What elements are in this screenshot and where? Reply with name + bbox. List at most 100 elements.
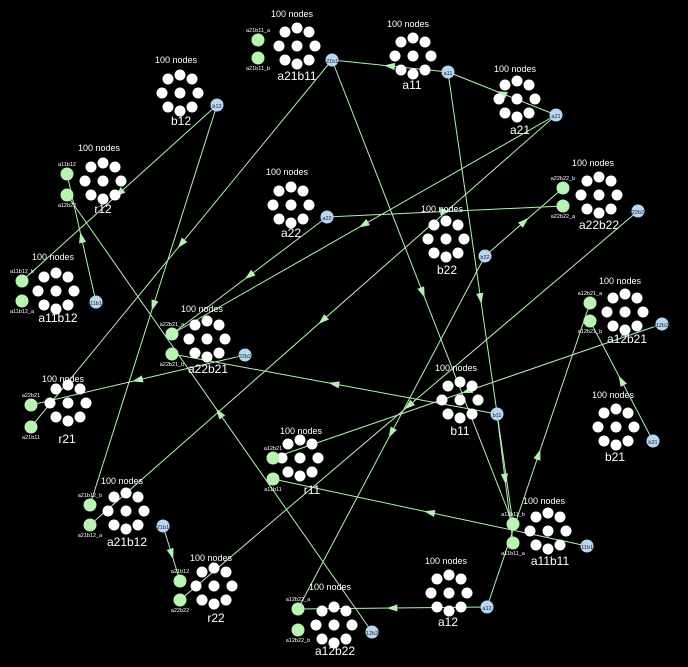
node-dot	[196, 566, 208, 578]
node-dot	[297, 213, 309, 225]
input-port[interactable]	[556, 181, 570, 195]
node-dot	[389, 50, 401, 62]
node-dot	[598, 435, 610, 447]
output-port[interactable]	[441, 65, 455, 79]
input-port[interactable]	[83, 498, 97, 512]
node-dot	[455, 601, 467, 613]
input-port[interactable]	[15, 274, 29, 288]
input-port-label: a12b22_b	[286, 638, 310, 644]
input-port[interactable]	[15, 294, 29, 308]
node-dot	[50, 383, 62, 395]
node-dot	[192, 87, 204, 99]
output-port[interactable]	[480, 600, 494, 614]
input-port-label: a11b12_b	[10, 269, 34, 275]
output-port[interactable]	[238, 348, 252, 362]
input-port[interactable]	[266, 472, 280, 486]
output-port[interactable]	[325, 53, 339, 67]
input-port[interactable]	[556, 199, 570, 213]
cluster-label: r12	[94, 202, 112, 216]
node-dot	[340, 605, 352, 617]
input-port[interactable]	[583, 314, 597, 328]
node-dot	[452, 219, 464, 231]
input-port-label: a11b12_a	[10, 309, 35, 315]
node-dot	[443, 587, 455, 599]
input-port[interactable]	[506, 536, 520, 550]
node-dot	[132, 519, 144, 531]
input-port[interactable]	[251, 33, 265, 47]
output-port[interactable]	[580, 539, 594, 553]
node-dot	[511, 93, 523, 105]
output-port[interactable]	[478, 249, 492, 263]
node-dot	[291, 22, 303, 34]
output-port[interactable]	[320, 210, 334, 224]
output-port[interactable]	[549, 108, 563, 122]
node-dot	[511, 111, 523, 123]
input-port[interactable]	[506, 517, 520, 531]
node-dot	[50, 411, 62, 423]
input-port[interactable]	[266, 451, 280, 465]
output-port[interactable]	[89, 295, 103, 309]
node-dot	[85, 189, 97, 201]
node-dot	[610, 403, 622, 415]
output-port[interactable]	[210, 98, 224, 112]
edge-arrowhead	[244, 269, 256, 280]
input-port[interactable]	[165, 347, 179, 361]
edge-arrowhead	[318, 314, 329, 324]
cluster-label: a11b11	[531, 554, 570, 568]
input-port-label: a21b12_a	[78, 533, 103, 539]
input-port[interactable]	[173, 574, 187, 588]
output-port[interactable]	[655, 317, 669, 331]
node-dot	[306, 438, 318, 450]
cluster-caption: 100 nodes	[309, 582, 352, 592]
output-port[interactable]	[631, 204, 645, 218]
output-port[interactable]	[490, 407, 504, 421]
node-dot	[542, 525, 554, 537]
input-port[interactable]	[251, 51, 265, 65]
input-port[interactable]	[583, 296, 597, 310]
cluster-label: b12	[171, 114, 191, 128]
node-dot	[85, 161, 97, 173]
input-port[interactable]	[60, 167, 74, 181]
cluster-caption: 100 nodes	[266, 167, 309, 177]
output-port[interactable]	[646, 434, 660, 448]
input-port[interactable]	[165, 327, 179, 341]
node-dot	[50, 267, 62, 279]
node-dot	[120, 505, 132, 517]
input-port[interactable]	[83, 518, 97, 532]
input-port[interactable]	[24, 420, 38, 434]
node-dot	[443, 605, 455, 617]
input-port[interactable]	[291, 623, 305, 637]
input-port[interactable]	[291, 602, 305, 616]
node-dot	[422, 233, 434, 245]
node-dot	[190, 580, 202, 592]
node-dot	[156, 87, 168, 99]
input-port[interactable]	[60, 188, 74, 202]
cluster-caption: 100 nodes	[190, 553, 233, 563]
input-port[interactable]	[173, 593, 187, 607]
input-port[interactable]	[24, 398, 38, 412]
output-port[interactable]	[365, 625, 379, 639]
node-dot	[419, 64, 431, 76]
output-port[interactable]	[156, 519, 170, 533]
node-dot	[186, 101, 198, 113]
